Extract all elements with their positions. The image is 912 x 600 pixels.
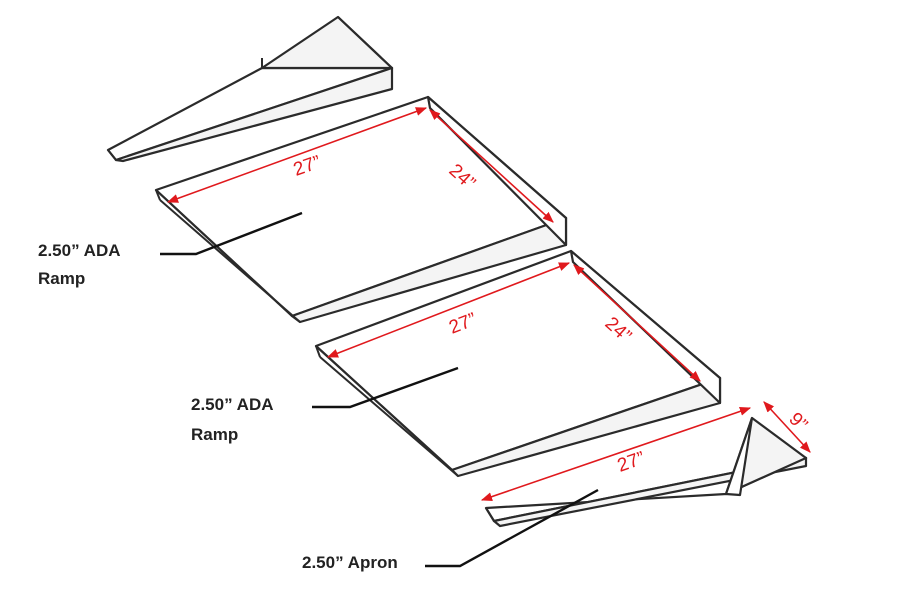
upper-ramp-length-dim-line — [166, 107, 428, 203]
apron-depth-dim-line — [763, 401, 811, 453]
lower-ramp-length-dim-line — [326, 262, 571, 358]
apron-length-dim-line — [480, 407, 752, 501]
upper-ramp-label-line2: Ramp — [38, 269, 85, 288]
upper-ramp-label-line1: 2.50” ADA — [38, 241, 121, 260]
upper-ramp-leader-line — [160, 211, 303, 256]
apron-label: 2.50” Apron — [302, 553, 398, 572]
lower-ramp-label-line1: 2.50” ADA — [191, 395, 274, 414]
upper-ramp-depth-dim-line — [429, 109, 554, 223]
apron-depth-label: 9” — [784, 409, 811, 436]
lower-ramp-label-line2: Ramp — [191, 425, 238, 444]
apron-leader-line — [425, 488, 599, 568]
lower-ramp-depth-dim-line — [573, 264, 701, 382]
lower-ramp-leader-line — [312, 366, 459, 409]
